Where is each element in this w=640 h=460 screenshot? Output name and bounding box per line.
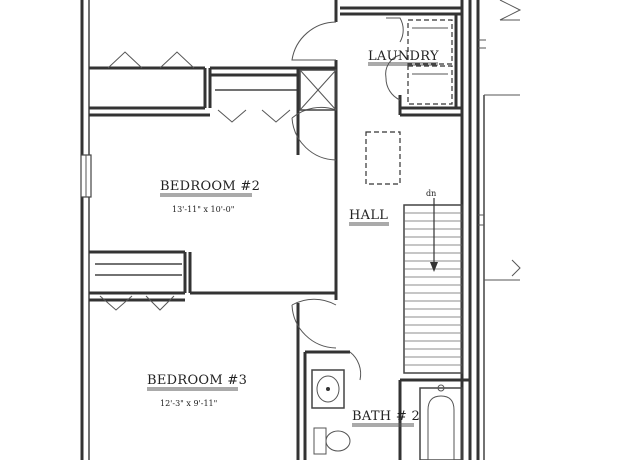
laundry-appliances — [407, 19, 453, 105]
bedroom3-dimensions: 12'-3" x 9'-11" — [160, 399, 217, 408]
stair: dn — [403, 189, 463, 374]
doors — [291, 17, 404, 381]
room-labels: LAUNDRY BEDROOM #2 13'-11" x 10'-0" HALL… — [147, 49, 439, 427]
closet-doors — [99, 51, 291, 311]
bath-fixtures — [311, 369, 463, 460]
chase-box — [299, 69, 337, 111]
stair-direction-label: dn — [426, 189, 436, 198]
bedroom2-dimensions: 13'-11" x 10'-0" — [172, 205, 234, 214]
laundry-label: LAUNDRY — [368, 49, 439, 64]
attic-hatch — [365, 131, 401, 185]
bedroom3-label: BEDROOM #3 — [147, 373, 247, 388]
bedroom2-label: BEDROOM #2 — [160, 179, 260, 194]
hall-label: HALL — [349, 208, 388, 223]
walls — [80, 0, 522, 460]
bath2-label: BATH # 2 — [352, 409, 420, 424]
